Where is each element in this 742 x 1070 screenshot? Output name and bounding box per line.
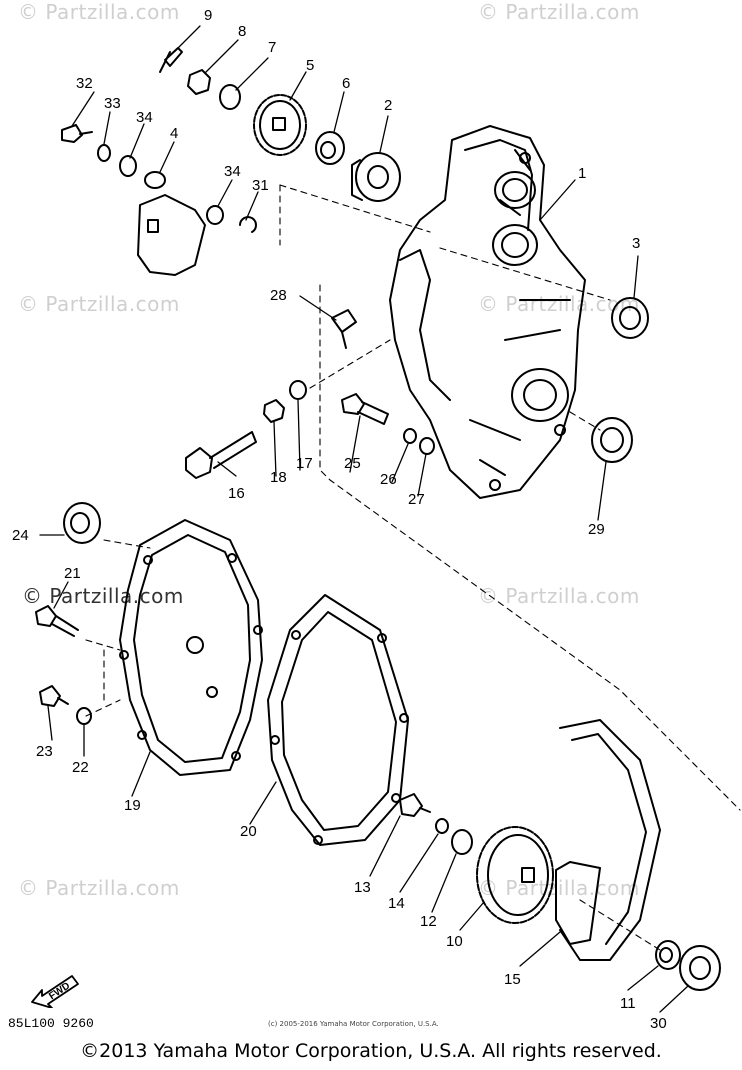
part-31-circlip [239, 216, 257, 233]
leader-lines [39, 25, 689, 1013]
part-28-fitting [331, 309, 357, 349]
part-20-gasket [267, 594, 409, 846]
part-9-cotter-pin [159, 47, 183, 73]
watermark: © Partzilla.com [478, 584, 640, 608]
callout-21: 21 [64, 565, 81, 582]
part-27-washer [419, 437, 435, 455]
callout-20: 20 [240, 823, 257, 840]
callout-18: 18 [270, 469, 287, 486]
part-1-chaincase-housing [389, 125, 586, 499]
callout-33: 33 [104, 95, 121, 112]
part-11-spacer [655, 940, 681, 970]
callout-19: 19 [124, 797, 141, 814]
callout-7: 7 [268, 39, 277, 56]
callout-6: 6 [342, 75, 351, 92]
part-16-bolt [185, 431, 257, 479]
callout-29: 29 [588, 521, 605, 538]
callout-12: 12 [420, 913, 437, 930]
callout-22: 22 [72, 759, 89, 776]
part-6-spacer [315, 131, 345, 165]
watermark: © Partzilla.com [478, 876, 640, 900]
part-5-sprocket [253, 94, 307, 156]
callout-3: 3 [632, 235, 641, 252]
part-2-bearing [351, 152, 401, 202]
part-17-washer [289, 380, 307, 400]
callout-13: 13 [354, 879, 371, 896]
callout-14: 14 [388, 895, 405, 912]
callout-11: 11 [620, 995, 636, 1012]
part-26-washer [403, 428, 417, 444]
part-4-tensioner [137, 171, 206, 276]
assembly-lines [85, 184, 741, 951]
callout-32: 32 [76, 75, 93, 92]
part-32-bolt [61, 124, 93, 143]
callout-15: 15 [504, 971, 521, 988]
part-14-washer [435, 818, 449, 834]
part-25-bolt [341, 393, 389, 425]
callout-27: 27 [408, 491, 425, 508]
part-3-oil-seal [611, 297, 649, 339]
part-12-washer [451, 829, 473, 855]
callout-4: 4 [170, 125, 179, 142]
fwd-arrow-icon: FWD [28, 968, 84, 1013]
callout-9: 9 [204, 7, 213, 24]
part-34-washer-2 [206, 205, 224, 225]
part-23-bolt [39, 685, 69, 707]
callout-8: 8 [238, 23, 247, 40]
micro-notice: (c) 2005-2016 Yamaha Motor Corporation, … [268, 1020, 439, 1028]
part-22-washer [76, 707, 92, 725]
part-8-nut [187, 69, 211, 95]
callout-34-b: 34 [224, 163, 241, 180]
part-10-sprocket [476, 826, 554, 924]
callout-25: 25 [344, 455, 361, 472]
part-18-nut [263, 399, 285, 423]
part-24-bushing [63, 502, 101, 544]
callout-2: 2 [384, 97, 393, 114]
callout-23: 23 [36, 743, 53, 760]
watermark: © Partzilla.com [18, 292, 180, 316]
watermark: © Partzilla.com [18, 876, 180, 900]
callout-10: 10 [446, 933, 463, 950]
callout-5: 5 [306, 57, 315, 74]
part-19-cover [119, 519, 263, 776]
callout-31: 31 [252, 177, 269, 194]
callout-24: 24 [12, 527, 29, 544]
callout-16: 16 [228, 485, 245, 502]
callout-17: 17 [296, 455, 313, 472]
part-21-bolt [35, 605, 79, 637]
callout-30: 30 [650, 1015, 667, 1032]
part-30-bearing [679, 945, 721, 991]
copyright-notice: ©2013 Yamaha Motor Corporation, U.S.A. A… [80, 1040, 662, 1062]
part-7-washer [219, 84, 241, 110]
callout-34: 34 [136, 109, 153, 126]
part-29-oil-seal [591, 417, 633, 463]
part-13-bolt [399, 793, 431, 817]
catalog-code: 85L100 9260 [8, 1016, 94, 1031]
part-34-washer [119, 155, 137, 177]
watermark: © Partzilla.com [478, 0, 640, 24]
callout-26: 26 [380, 471, 397, 488]
callout-28: 28 [270, 287, 287, 304]
part-33-washer [97, 144, 111, 162]
part-15-chain [555, 719, 661, 961]
watermark: © Partzilla.com [18, 0, 180, 24]
watermark: © Partzilla.com [22, 584, 184, 608]
callout-1: 1 [578, 165, 587, 182]
